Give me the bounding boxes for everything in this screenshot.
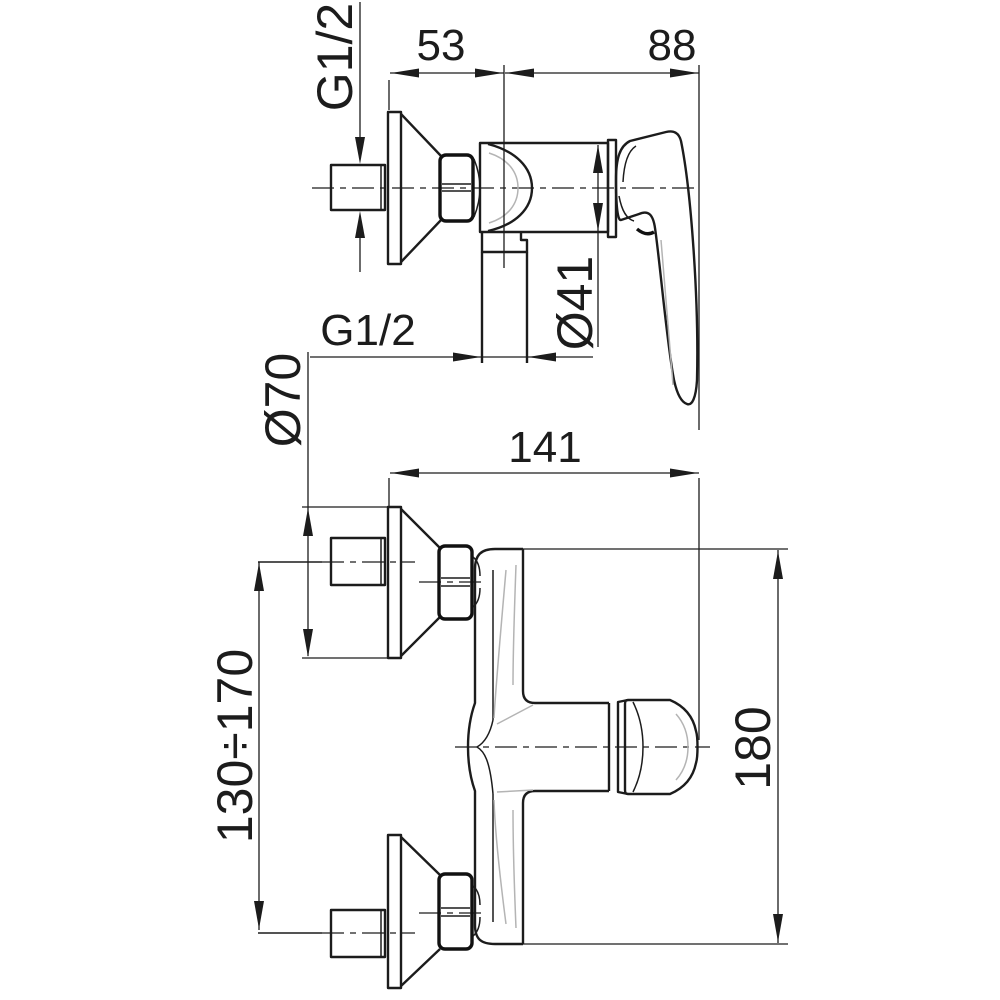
body-throat <box>475 719 494 795</box>
arrow-left-icon <box>528 352 556 362</box>
escutcheon-flange <box>386 110 403 266</box>
cartridge-dome <box>487 142 534 233</box>
knob-back-lip <box>616 698 629 796</box>
dim-wall-thread-top: G1/2 <box>307 2 365 272</box>
arrow-down-icon <box>773 914 783 942</box>
top-view-handle <box>606 130 699 406</box>
arrow-right-icon <box>670 68 698 78</box>
escutcheon-cone <box>400 508 441 657</box>
top-view: G1/2 53 88 Ø41 G1/2 <box>307 2 700 430</box>
dim-label-wall-thread-top: G1/2 <box>307 3 363 111</box>
front-view-handle-knob <box>535 698 699 796</box>
dim-label-53: 53 <box>417 21 466 70</box>
pipe-stub <box>329 908 387 959</box>
dim-130-170: 130÷170 <box>207 562 264 930</box>
escutcheon-flange <box>386 833 403 990</box>
body-right-edge <box>521 549 536 944</box>
dim-label-141: 141 <box>508 423 581 472</box>
arrow-up-icon <box>593 145 603 173</box>
escutcheon-cone <box>400 836 441 987</box>
dim-label-130-170: 130÷170 <box>207 649 263 843</box>
front-view-lower-union <box>329 833 481 990</box>
dim-dia-41: Ø41 <box>547 145 603 350</box>
dim-label-outlet-thread: G1/2 <box>320 306 415 355</box>
pipe-stub <box>329 163 387 212</box>
arrow-up-icon <box>254 563 264 591</box>
dim-label-dia-70: Ø70 <box>255 353 311 448</box>
dim-180: 180 <box>523 548 788 945</box>
front-view-upper-union <box>329 505 481 660</box>
arrow-right-icon <box>475 68 503 78</box>
arrow-right-icon <box>453 352 481 362</box>
body-left-edge <box>466 547 496 946</box>
dim-dia-70: Ø70 <box>255 352 388 659</box>
dim-141: 141 <box>388 423 700 740</box>
dim-label-180: 180 <box>725 706 781 789</box>
hex-nut <box>437 872 474 951</box>
arrow-left-icon <box>391 68 419 78</box>
hex-nut <box>438 153 475 223</box>
arrow-left-icon <box>391 468 419 478</box>
hex-nut <box>437 544 474 621</box>
arrow-down-icon <box>355 137 365 164</box>
dim-88: 88 <box>503 21 700 430</box>
knob-cap <box>623 698 699 796</box>
arrow-up-icon <box>773 551 783 579</box>
dim-label-88: 88 <box>648 21 697 70</box>
dim-outlet-thread: G1/2 <box>310 306 593 362</box>
escutcheon-cone <box>400 113 443 263</box>
front-view: Ø70 130÷170 141 180 <box>207 352 788 990</box>
arrow-up-icon <box>303 508 313 536</box>
shower-outlet-block <box>480 232 529 254</box>
arrow-down-icon <box>593 203 603 231</box>
arrow-right-icon <box>670 468 698 478</box>
shower-outlet-pipe <box>480 252 529 363</box>
arrow-left-icon <box>506 68 534 78</box>
arrow-up-icon <box>355 211 365 238</box>
escutcheon-flange <box>386 505 403 660</box>
dim-label-dia-41: Ø41 <box>547 256 603 351</box>
arrow-down-icon <box>303 629 313 657</box>
arrow-down-icon <box>254 901 264 929</box>
front-view-body <box>466 547 536 946</box>
knob-boss <box>535 701 611 793</box>
pipe-stub <box>329 536 387 587</box>
handle-lever <box>614 130 699 406</box>
dim-53: 53 <box>388 21 504 110</box>
